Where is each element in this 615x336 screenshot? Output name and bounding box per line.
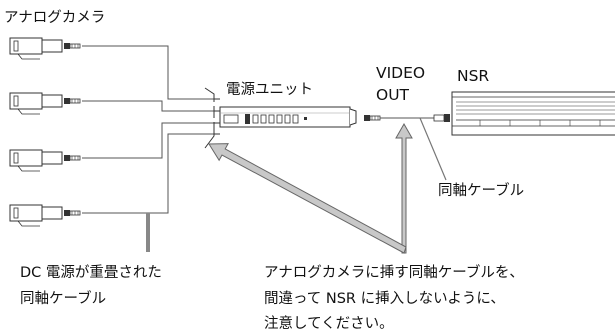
nsr-connector	[433, 114, 450, 122]
warning-text-line2: 間違って NSR に挿入しないように、	[264, 291, 505, 307]
analog-camera-4	[9, 204, 81, 227]
video-out-label-line1: VIDEO	[376, 64, 426, 82]
coax-label-leader	[419, 117, 447, 181]
camera-group-label: アナログカメラ	[4, 10, 106, 26]
nsr-device	[451, 91, 615, 136]
analog-camera-3	[9, 149, 81, 172]
power-unit-input-bracket	[204, 87, 220, 149]
power-unit-label: 電源ユニット	[226, 82, 313, 98]
analog-camera-1	[9, 37, 81, 60]
dc-cable-label-line1: DC 電源が重畳された	[20, 265, 162, 281]
analog-camera-2	[9, 92, 81, 115]
warning-arrows	[208, 122, 413, 254]
dc-cable-label-line2: 同軸ケーブル	[20, 291, 107, 307]
power-unit-device	[219, 106, 357, 128]
warning-text-line1: アナログカメラに挿す同軸ケーブルを、	[264, 265, 524, 281]
camera-cables	[82, 45, 218, 214]
warning-text-line3: 注意してください。	[264, 316, 394, 332]
video-out-connector	[364, 115, 381, 121]
video-out-label-line2: OUT	[376, 86, 410, 104]
coax-cable-label: 同軸ケーブル	[438, 183, 525, 199]
nsr-label: NSR	[457, 67, 490, 85]
